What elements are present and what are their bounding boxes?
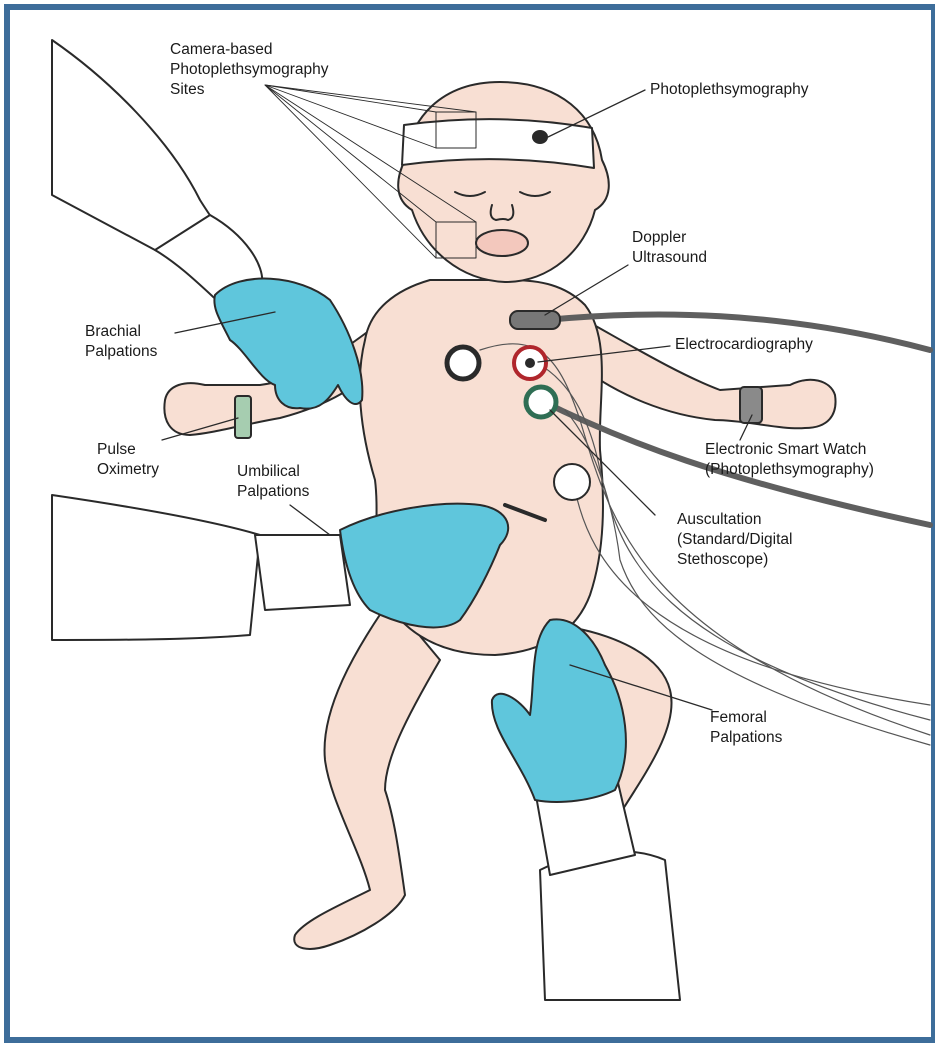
ecg-electrode-left <box>447 347 479 379</box>
label-smart-watch: Electronic Smart Watch (Photoplethsymogr… <box>705 440 874 480</box>
examiner-cuff-middle <box>255 535 350 610</box>
label-electrocardiography: Electrocardiography <box>675 335 813 355</box>
label-brachial-palpations: Brachial Palpations <box>85 322 157 362</box>
examiner-coat-middle <box>52 495 260 640</box>
pulse-oximetry-band-icon <box>235 396 251 438</box>
doppler-probe-icon <box>510 311 560 329</box>
label-pulse-oximetry: Pulse Oximetry <box>97 440 159 480</box>
headband-sensor-icon <box>533 131 547 143</box>
label-femoral-palpations: Femoral Palpations <box>710 708 782 748</box>
infant-left-leg <box>294 600 440 949</box>
label-camera-ppg-sites: Camera-based Photoplethsymography Sites <box>170 40 329 100</box>
label-umbilical-palpations: Umbilical Palpations <box>237 462 309 502</box>
infant-mouth <box>476 230 528 256</box>
examiner-coat-lower <box>540 851 680 1000</box>
ecg-electrode-green <box>526 387 556 417</box>
label-doppler-ultrasound: Doppler Ultrasound <box>632 228 707 268</box>
ecg-electrode-center-dot <box>526 359 534 367</box>
stethoscope-chestpiece <box>554 464 590 500</box>
label-photoplethysmography: Photoplethsymography <box>650 80 809 100</box>
label-auscultation: Auscultation (Standard/Digital Stethosco… <box>677 510 792 570</box>
